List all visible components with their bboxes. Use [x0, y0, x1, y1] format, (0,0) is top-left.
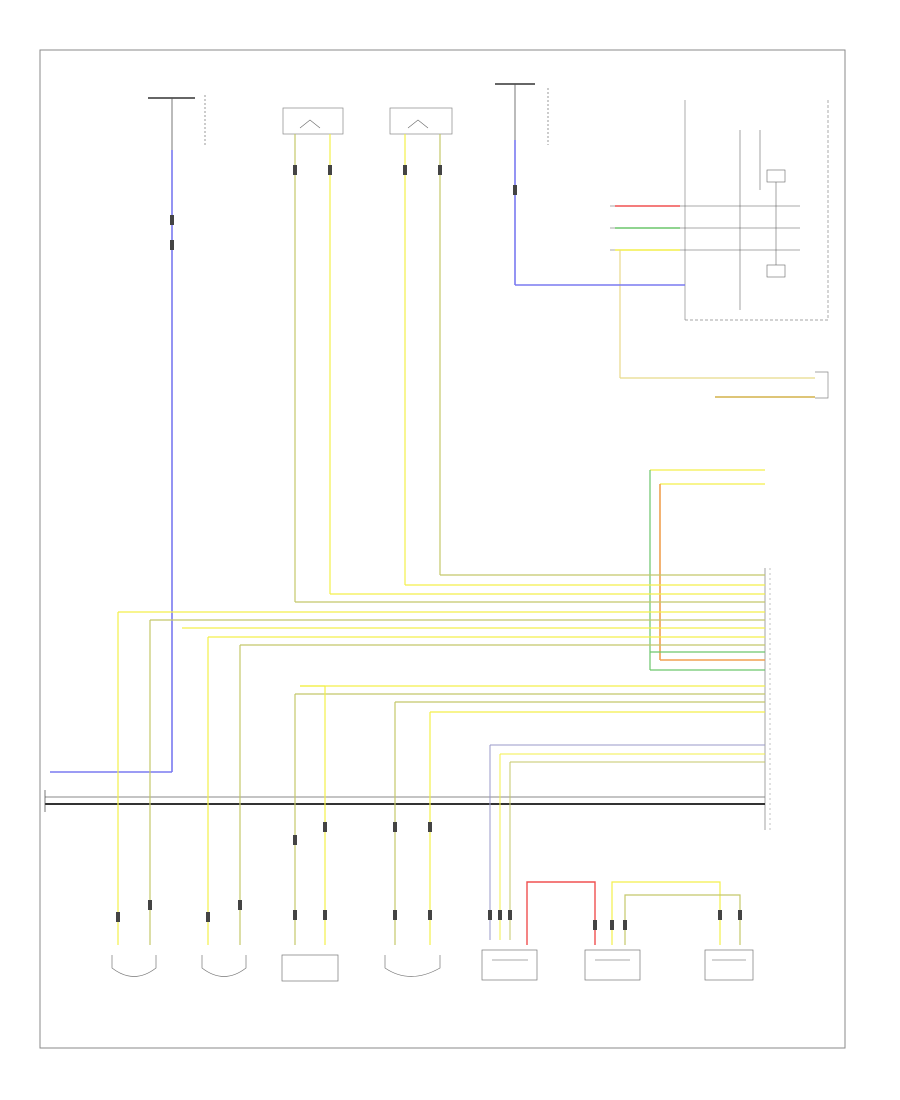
module-icon: [481, 949, 538, 981]
diagram-frame: [39, 49, 846, 1049]
connector-icon: [815, 371, 829, 399]
module-icon: [764, 568, 771, 830]
connector-icon: [384, 955, 441, 977]
connector-icon: [281, 954, 339, 982]
module-icon: [704, 949, 754, 981]
module-icon: [584, 949, 641, 981]
fuse-icon: [495, 83, 549, 210]
connector-icon: [389, 107, 453, 135]
module-icon: [610, 100, 829, 321]
connector-icon: [111, 955, 157, 977]
connector-icon: [201, 955, 247, 977]
connector-icon: [282, 107, 344, 135]
connector-icon: [116, 165, 742, 930]
fuse-icon: [148, 95, 206, 150]
